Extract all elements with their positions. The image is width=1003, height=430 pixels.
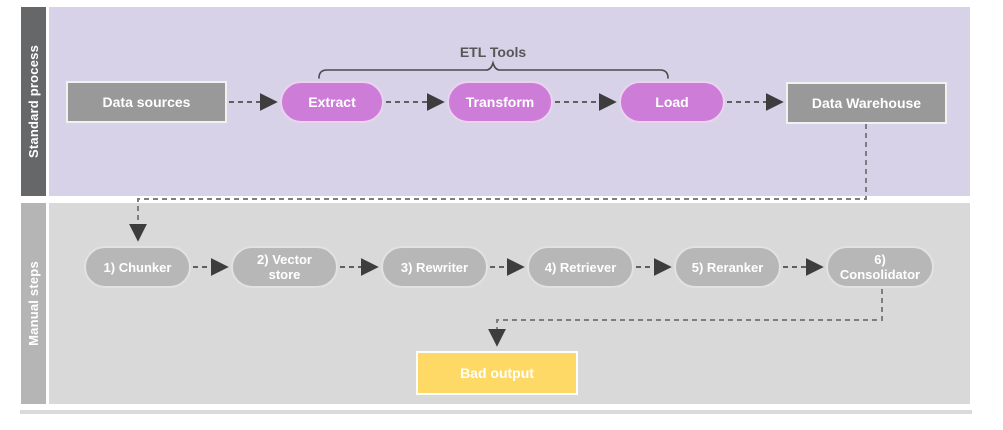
node-load: Load xyxy=(619,81,725,123)
node-reranker: 5) Reranker xyxy=(674,246,781,288)
node-rewriter: 3) Rewriter xyxy=(381,246,488,288)
canvas-bottom-rule xyxy=(20,410,972,414)
node-data-warehouse: Data Warehouse xyxy=(786,82,947,124)
node-data-sources: Data sources xyxy=(66,81,227,123)
lane-header-manual-steps: Manual steps xyxy=(21,203,46,404)
node-consolidator: 6) Consolidator xyxy=(826,246,934,288)
node-bad-output: Bad output xyxy=(416,351,578,395)
node-chunker: 1) Chunker xyxy=(84,246,191,288)
etl-tools-group-label: ETL Tools xyxy=(459,44,527,60)
node-transform: Transform xyxy=(447,81,553,123)
lane-label-standard-process: Standard process xyxy=(26,44,42,159)
node-vector-store: 2) Vector store xyxy=(231,246,338,288)
node-extract: Extract xyxy=(280,81,384,123)
lane-label-manual-steps: Manual steps xyxy=(26,261,42,346)
node-retriever: 4) Retriever xyxy=(527,246,634,288)
lane-header-standard-process: Standard process xyxy=(21,7,46,196)
